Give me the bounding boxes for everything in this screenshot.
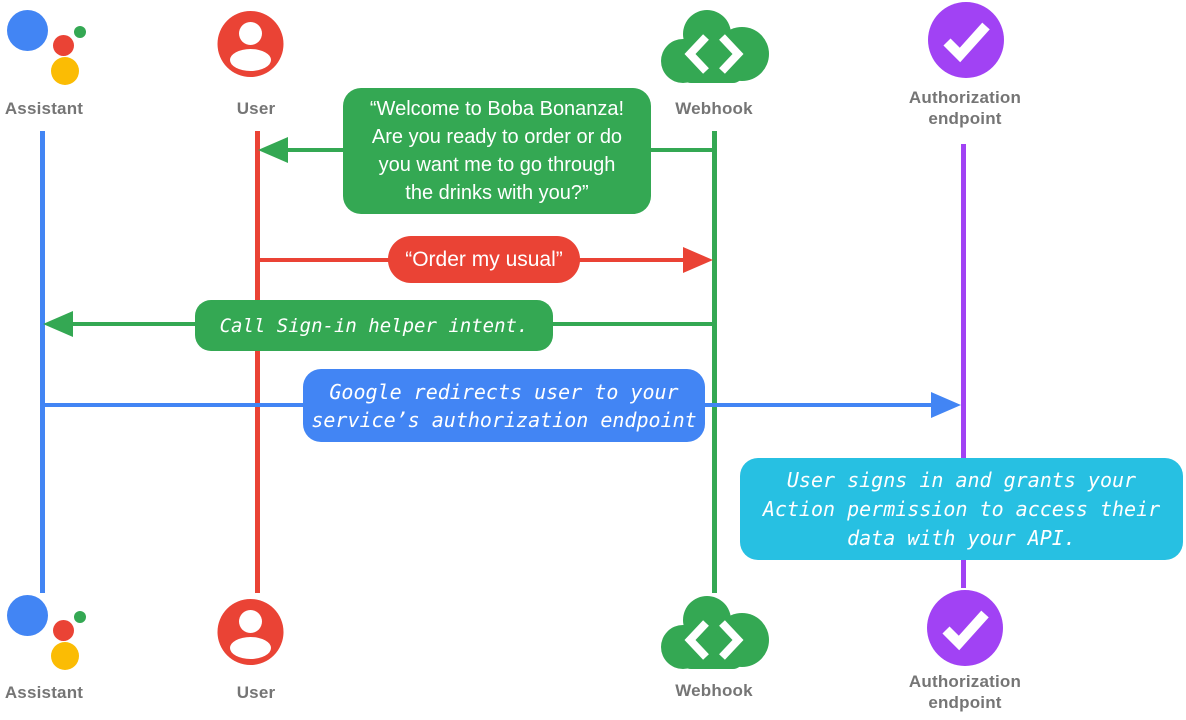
- assistant-red-circle: [53, 35, 74, 56]
- signs-in-message-bubble: User signs in and grants your Action per…: [740, 458, 1183, 560]
- assistant-label-bottom: Assistant: [4, 683, 84, 702]
- assistant-lifeline: [40, 131, 45, 593]
- cloud-code-icon: [657, 7, 771, 90]
- user-lifeline: [255, 131, 260, 593]
- authorization-endpoint-label-top: Authorization endpoint: [908, 88, 1022, 128]
- person-circle-icon-bottom: [217, 598, 284, 671]
- person-circle-icon: [217, 10, 284, 83]
- order-arrow-head: [683, 247, 713, 273]
- assistant-red-circle: [53, 620, 74, 641]
- redirect-message-bubble: Google redirects user to your service’s …: [303, 369, 705, 442]
- assistant-yellow-circle: [51, 642, 79, 670]
- webhook-lifeline: [712, 131, 717, 593]
- assistant-label-top: Assistant: [4, 99, 84, 118]
- redirect-arrow-head: [931, 392, 961, 418]
- assistant-blue-circle: [7, 595, 48, 636]
- cloud-code-icon-bottom: [657, 593, 771, 676]
- user-label-bottom: User: [236, 683, 276, 702]
- webhook-label-bottom: Webhook: [675, 681, 753, 700]
- assistant-green-dot: [74, 26, 86, 38]
- google-assistant-icon-bottom: [5, 593, 95, 673]
- authorization-endpoint-lifeline: [961, 144, 966, 588]
- welcome-arrow-head: [258, 137, 288, 163]
- signin-message-bubble: Call Sign-in helper intent.: [195, 300, 553, 351]
- order-message-bubble: “Order my usual”: [388, 236, 580, 283]
- signin-arrow-head: [43, 311, 73, 337]
- check-circle-icon-bottom: [925, 589, 1005, 674]
- check-circle-icon: [926, 1, 1006, 86]
- assistant-yellow-circle: [51, 57, 79, 85]
- assistant-blue-circle: [7, 10, 48, 51]
- welcome-message-bubble: “Welcome to Boba Bonanza! Are you ready …: [343, 88, 651, 214]
- user-label-top: User: [236, 99, 276, 118]
- authorization-endpoint-label-bottom: Authorization endpoint: [908, 672, 1022, 712]
- webhook-label-top: Webhook: [675, 99, 753, 118]
- assistant-green-dot: [74, 611, 86, 623]
- google-assistant-icon: [5, 8, 95, 88]
